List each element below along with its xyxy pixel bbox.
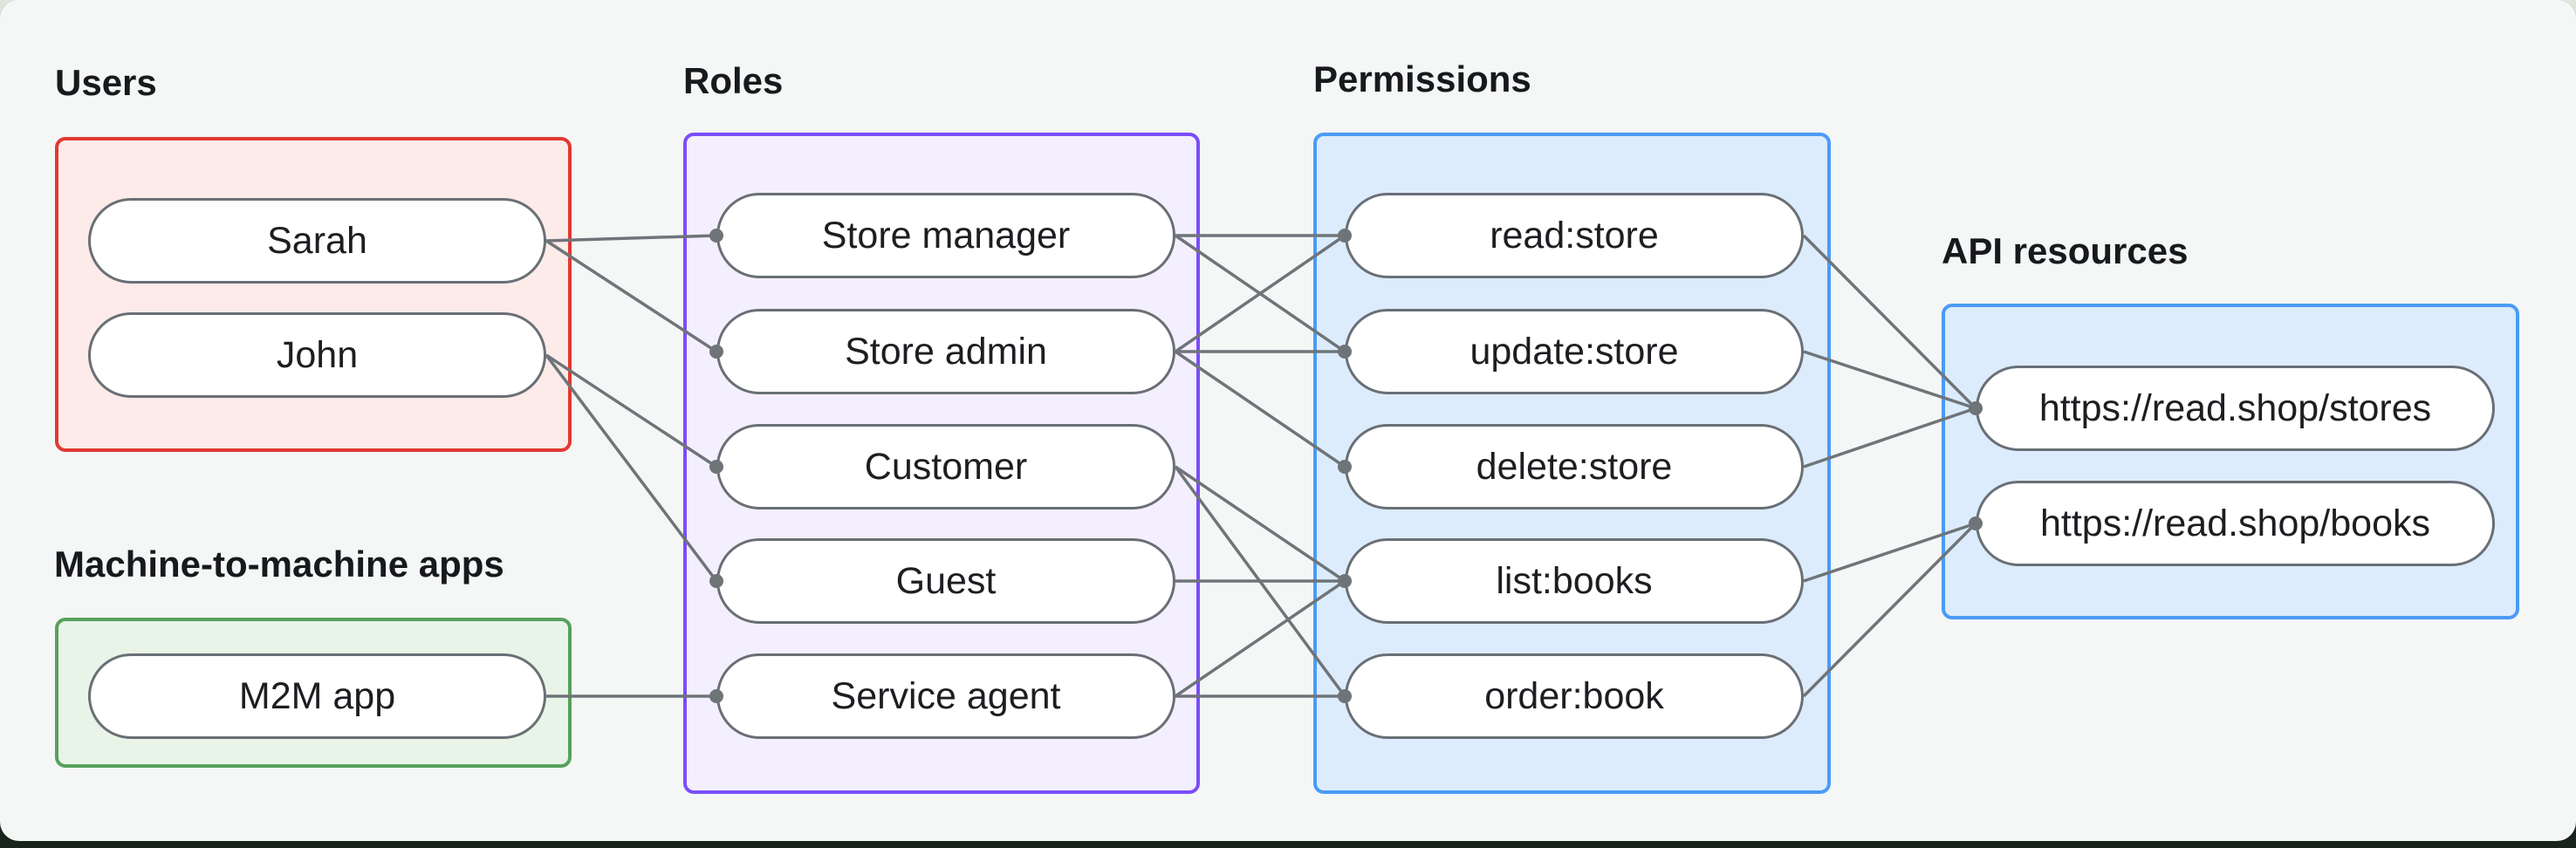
node-role-customer: Customer — [716, 424, 1175, 509]
node-api-resource-books: https://read.shop/books — [1976, 481, 2495, 566]
node-role-store-manager: Store manager — [716, 193, 1175, 278]
node-permission-update-store: update:store — [1345, 309, 1804, 394]
group-label-roles: Roles — [683, 60, 784, 101]
node-role-store-admin: Store admin — [716, 309, 1175, 394]
group-label-api-resources: API resources — [1942, 230, 2189, 271]
node-role-guest: Guest — [716, 538, 1175, 624]
group-box-api-resources: https://read.shop/stores https://read.sh… — [1942, 304, 2519, 619]
node-role-service-agent: Service agent — [716, 653, 1175, 739]
group-label-machine-to-machine-apps: Machine-to-machine apps — [54, 544, 504, 585]
node-permission-delete-store: delete:store — [1345, 424, 1804, 509]
node-api-resource-stores: https://read.shop/stores — [1976, 366, 2495, 451]
node-user-john: John — [88, 312, 546, 398]
group-label-permissions: Permissions — [1313, 58, 1531, 99]
group-box-roles: Store manager Store admin Customer Guest… — [683, 133, 1200, 794]
group-box-permissions: read:store update:store delete:store lis… — [1313, 133, 1831, 794]
node-permission-order-book: order:book — [1345, 653, 1804, 739]
group-box-machine-to-machine-apps: M2M app — [55, 618, 572, 768]
node-user-sarah: Sarah — [88, 198, 546, 284]
node-permission-list-books: list:books — [1345, 538, 1804, 624]
node-m2m-app: M2M app — [88, 653, 546, 739]
group-box-users: Sarah John — [55, 137, 572, 452]
node-permission-read-store: read:store — [1345, 193, 1804, 278]
group-label-users: Users — [55, 62, 157, 103]
